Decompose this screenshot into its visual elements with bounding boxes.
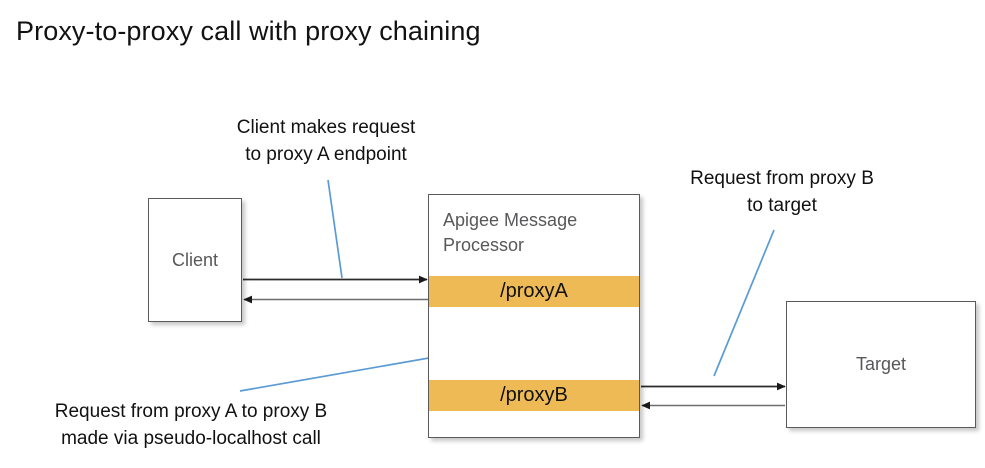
node-client-label: Client	[171, 250, 219, 270]
leader-line-client-callout	[327, 179, 343, 279]
node-proxy-a[interactable]: /proxyA	[429, 276, 639, 307]
node-proxy-b[interactable]: /proxyB	[429, 380, 639, 411]
diagram-title: Proxy-to-proxy call with proxy chaining	[16, 16, 481, 46]
callout-target-request: Request from proxy B to target	[690, 168, 874, 216]
node-target[interactable]: Target	[786, 301, 976, 428]
callout-chaining-request: Request from proxy A to proxy B made via…	[54, 401, 328, 449]
node-message-processor[interactable]: Apigee Message Processor /proxyA /proxyB	[428, 194, 640, 438]
callout-client-request: Client makes request to proxy A endpoint	[236, 117, 416, 165]
node-client[interactable]: Client	[148, 198, 242, 322]
leader-line-target-callout	[713, 229, 775, 377]
node-target-label: Target	[855, 354, 907, 374]
node-message-processor-label: Apigee Message Processor	[443, 210, 578, 255]
